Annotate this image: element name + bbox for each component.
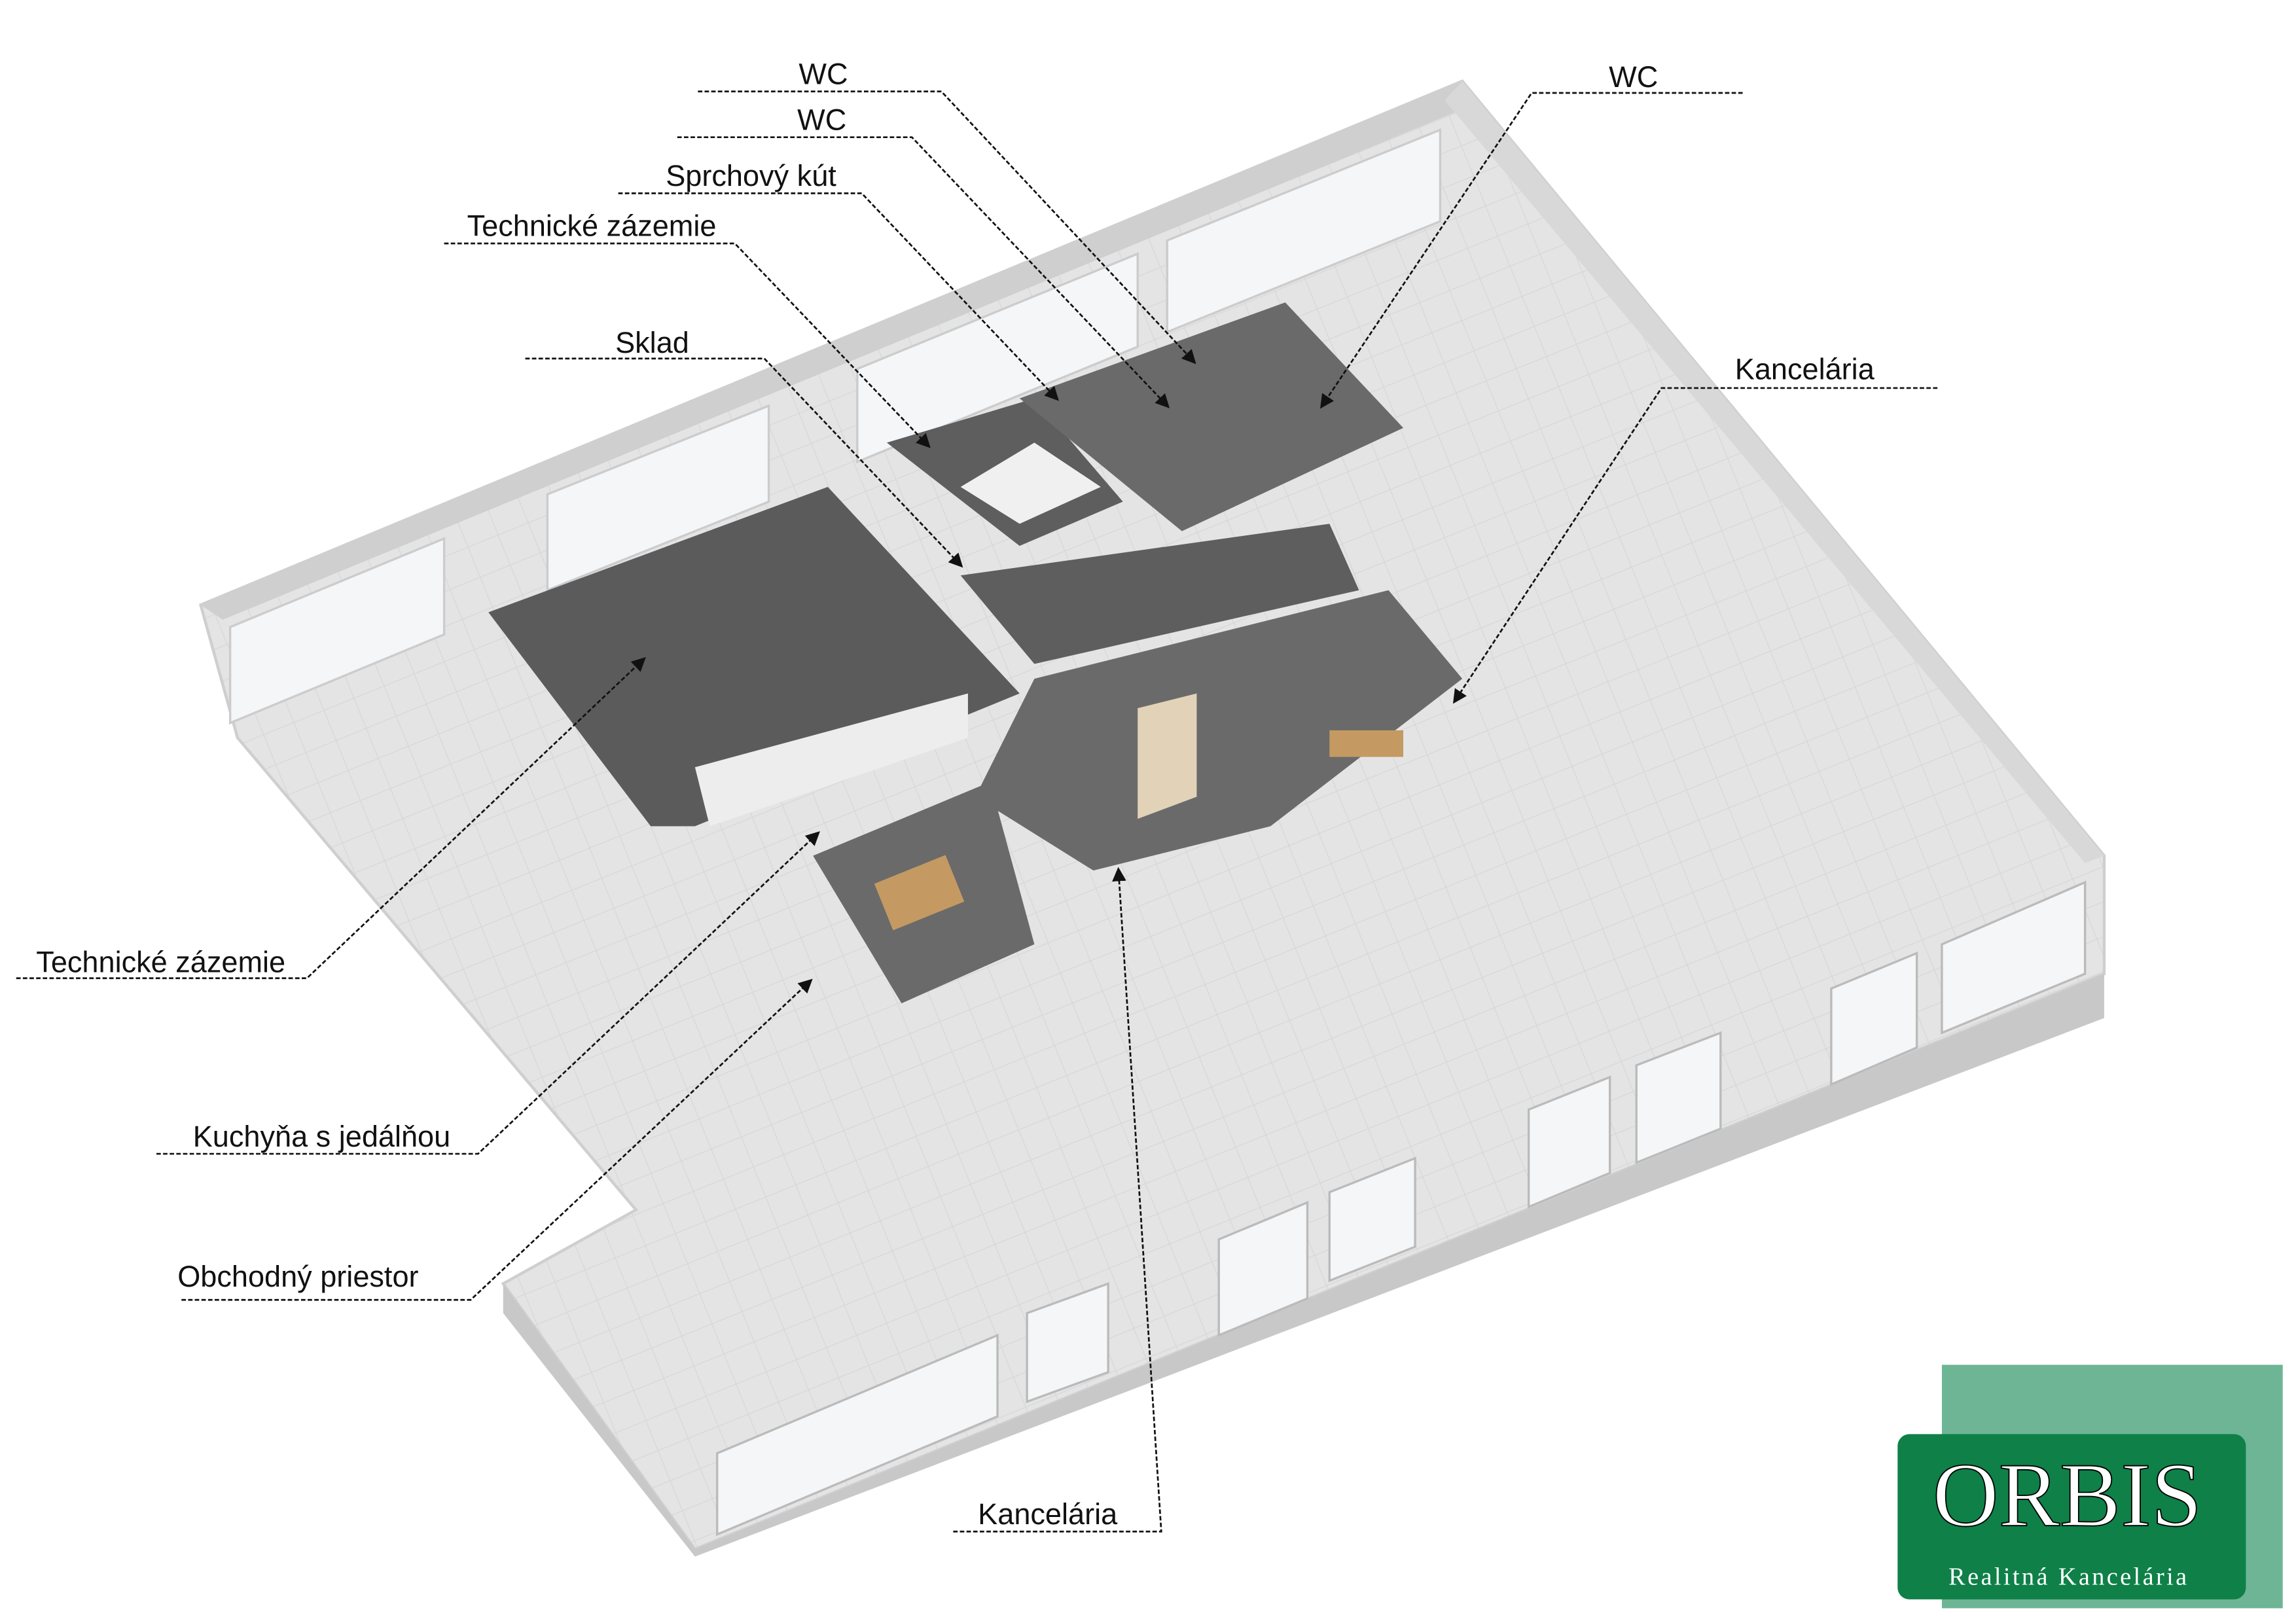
label-office-right: Kancelária: [1735, 352, 1875, 385]
label-office-bottom: Kancelária: [978, 1497, 1118, 1531]
callout-technical-left: Technické zázemie: [16, 657, 646, 980]
callout-kitchen: Kuchyňa s jedálňou: [156, 831, 820, 1155]
label-technical-top: Technické zázemie: [467, 209, 717, 243]
right-wall: [1444, 81, 2104, 863]
callout-wc-1: WC: [698, 58, 1196, 365]
label-wc-right: WC: [1609, 60, 1658, 94]
label-kitchen: Kuchyňa s jedálňou: [193, 1120, 450, 1153]
callout-wc-2: WC: [677, 103, 1170, 408]
callout-wc-right: WC: [1320, 60, 1743, 409]
office-desk: [1329, 730, 1404, 757]
callout-office-right: Kancelária: [1452, 352, 1938, 704]
logo-subtitle: Realitná Kancelária: [1948, 1563, 2189, 1590]
label-technical-left: Technické zázemie: [36, 946, 285, 979]
room-offices: [975, 590, 1463, 871]
front-windows: [715, 880, 2087, 1537]
dining-table: [874, 855, 965, 931]
logo-badge: [1897, 1434, 2246, 1599]
label-shop: Obchodný priestor: [177, 1260, 418, 1293]
callout-shop: Obchodný priestor: [177, 978, 813, 1301]
interior-rooms: [488, 302, 1463, 1004]
office-cabinet: [1138, 693, 1197, 819]
label-shower: Sprchový kút: [666, 159, 836, 192]
shower-tray: [960, 442, 1101, 524]
back-windows: [228, 128, 1442, 725]
logo-name: ORBIS: [1933, 1444, 2202, 1546]
room-wc-block: [1019, 302, 1404, 531]
back-wall: [200, 81, 1477, 620]
orbis-logo: ORBIS Realitná Kancelária: [1897, 1364, 2283, 1609]
label-wc-1: WC: [798, 58, 848, 91]
label-wc-2: WC: [797, 103, 846, 136]
callout-shower: Sprchový kút: [618, 159, 1059, 401]
callout-storage: Sklad: [525, 326, 963, 568]
callouts: WC WC Sprchový kút Technické zázemie Skl…: [16, 58, 1938, 1533]
label-storage: Sklad: [615, 326, 689, 359]
room-corridor: [960, 524, 1359, 664]
callout-technical-top: Technické zázemie: [444, 209, 931, 448]
kitchen-counter: [694, 693, 968, 827]
callout-office-bottom: Kancelária: [953, 866, 1162, 1533]
